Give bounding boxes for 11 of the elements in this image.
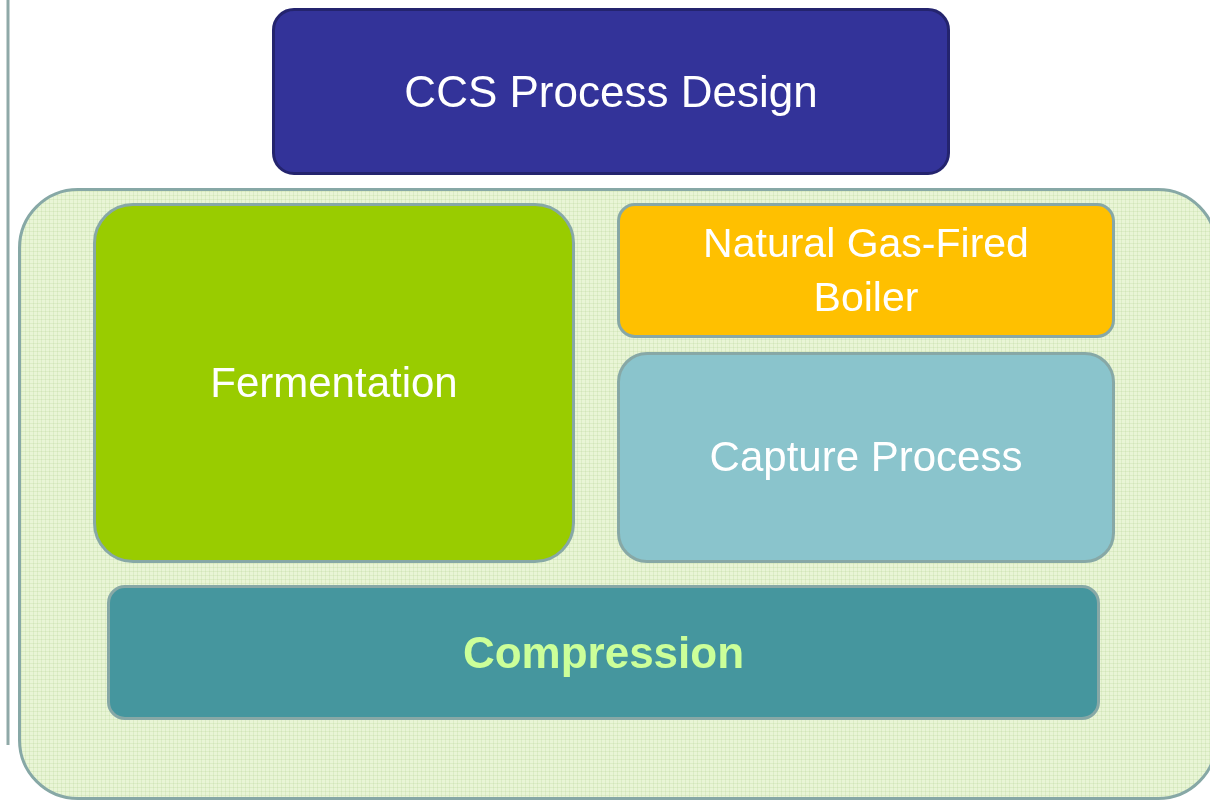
process-box (93, 203, 575, 563)
box-label: Compression (461, 626, 746, 679)
box-label: CCS Process Design (403, 65, 819, 118)
title-box (272, 8, 950, 175)
container-panel (18, 188, 1210, 800)
process-box (107, 585, 1100, 720)
box-label: Capture Process (708, 432, 1024, 483)
process-box (617, 203, 1115, 338)
box-label: Fermentation (209, 357, 459, 408)
box-label: Natural Gas-Fired Boiler (702, 219, 1030, 322)
process-box (617, 352, 1115, 563)
